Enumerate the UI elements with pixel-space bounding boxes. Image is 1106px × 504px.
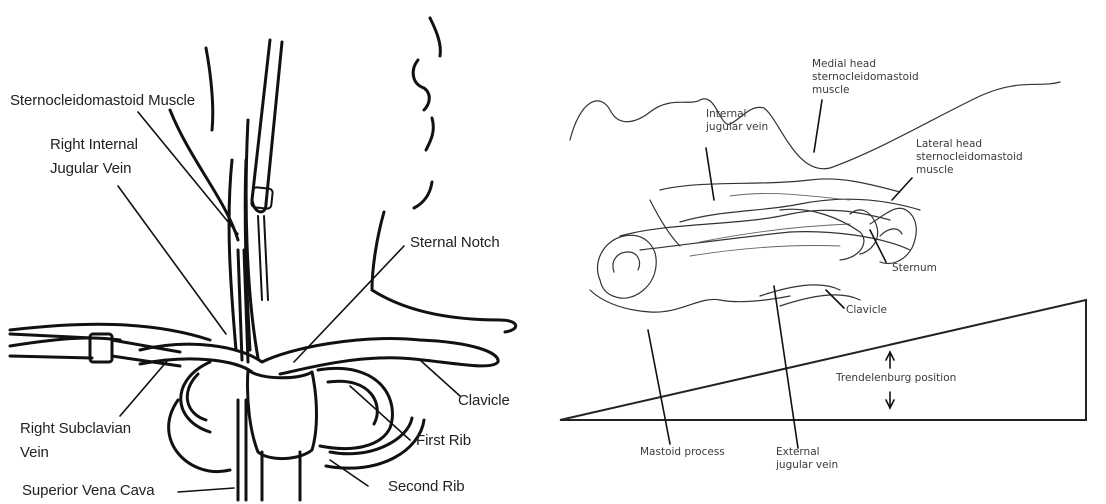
external-jugular-label-line2: jugular vein <box>776 459 838 471</box>
lateral-head-label-line2: sternocleidomastoid <box>916 151 1023 163</box>
right-internal-jugular-label-line1: Right Internal <box>50 136 138 153</box>
right-subclavian-label-line2: Vein <box>20 444 49 461</box>
right-internal-jugular-label-line2: Jugular Vein <box>50 160 131 177</box>
catheter <box>251 40 282 300</box>
first-rib <box>181 362 393 449</box>
first-rib-label: First Rib <box>416 432 471 449</box>
face-profile <box>413 18 440 208</box>
internal-jugular-label-line1: Internal <box>706 108 746 120</box>
internal-jugular-label-line2: jugular vein <box>706 121 768 133</box>
lateral-head-label-line1: Lateral head <box>916 138 982 150</box>
medial-head-label-line1: Medial head <box>812 58 876 70</box>
sternocleidomastoid-label: Sternocleidomastoid Muscle <box>10 92 195 109</box>
trendelenburg-diagram: Medial head sternocleidomastoid muscle I… <box>540 0 1106 504</box>
medial-head-label-line2: sternocleidomastoid <box>812 71 919 83</box>
trendelenburg-label: Trendelenburg position <box>836 372 956 384</box>
right-leader-lines <box>648 100 912 448</box>
medial-head-label-line3: muscle <box>812 84 850 96</box>
sternum-label: Sternum <box>892 262 937 274</box>
mastoid-process <box>597 235 656 298</box>
clavicle-label-right: Clavicle <box>846 304 887 316</box>
mastoid-process-label: Mastoid process <box>640 446 725 458</box>
lateral-head-label-line3: muscle <box>916 164 954 176</box>
anterior-neck-diagram: Sternocleidomastoid Muscle Right Interna… <box>0 0 540 504</box>
right-subclavian-label-line1: Right Subclavian <box>20 420 131 437</box>
external-jugular-label-line1: External <box>776 446 820 458</box>
superior-vena-cava-label: Superior Vena Cava <box>22 482 154 499</box>
second-rib-label: Second Rib <box>388 478 465 495</box>
trendelenburg-ramp <box>560 300 1086 420</box>
sternocleidomastoid-muscle <box>170 110 250 350</box>
body-outline <box>570 82 1060 312</box>
sternal-notch-label: Sternal Notch <box>410 234 500 251</box>
sternum <box>238 370 317 500</box>
neck-structures <box>620 179 920 260</box>
clavicle-label: Clavicle <box>458 392 510 409</box>
